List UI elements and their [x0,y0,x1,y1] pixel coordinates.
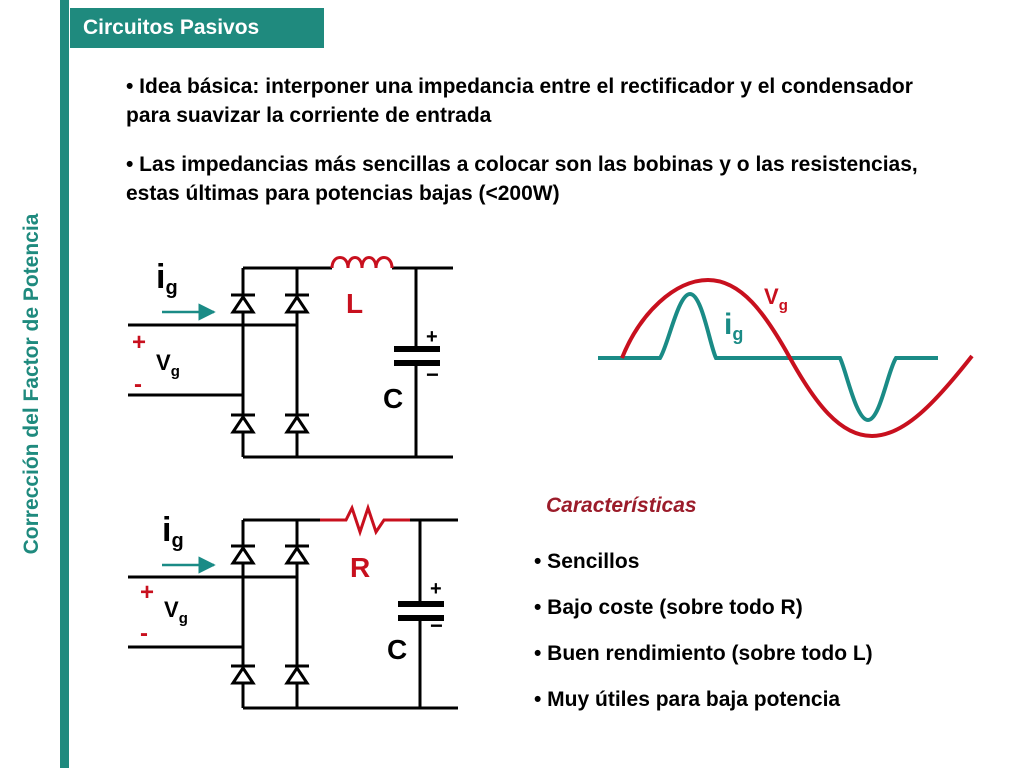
sidebar-accent-bar [60,0,69,768]
cap-plus: + [430,578,442,600]
list-item: • Muy útiles para baja potencia [534,688,841,711]
resistor-symbol [320,503,410,537]
waveform-diagram: Vg ig [598,277,974,438]
circuit-resistor: ig + Vg - R + − C [128,503,458,710]
voltage-waveform [620,277,974,438]
cap-plus: + [426,326,438,348]
bullet-idea: • Idea básica: interponer una impedancia… [126,75,913,127]
bridge-diodes [230,544,310,685]
section-title: Circuitos Pasivos [70,8,324,48]
sidebar-title: Corrección del Factor de Potencia [20,213,43,555]
features-title: Características [546,494,697,517]
inductor-label: L [346,288,363,319]
bullet-impedances: • Las impedancias más sencillas a coloca… [126,153,918,205]
voltage-minus: - [134,371,142,398]
bridge-diodes [230,293,310,434]
svg-text:Vg: Vg [164,597,188,627]
capacitor-label: C [383,383,403,414]
voltage-plus: + [132,329,146,356]
capacitor-label: C [387,634,407,665]
cap-minus: − [430,613,443,638]
svg-text:ig: ig [156,258,178,299]
svg-text:Vg: Vg [156,350,180,380]
capacitor-symbol [394,346,440,366]
capacitor-symbol [398,601,444,621]
list-item: • Bajo coste (sobre todo R) [534,596,803,619]
cap-minus: − [426,362,439,387]
inductor-symbol [330,256,394,269]
svg-text:Vg: Vg [764,284,788,314]
list-item: • Buen rendimiento (sobre todo L) [534,642,873,665]
resistor-label: R [350,552,370,583]
voltage-minus: - [140,620,148,647]
list-item: • Sencillos [534,550,640,573]
features-list: • Sencillos • Bajo coste (sobre todo R) … [534,548,873,732]
circuit-inductor: ig + Vg - L + − C [128,256,453,459]
current-waveform [598,291,938,423]
voltage-plus: + [140,579,154,606]
svg-text:ig: ig [724,308,743,344]
svg-text:ig: ig [162,511,184,552]
